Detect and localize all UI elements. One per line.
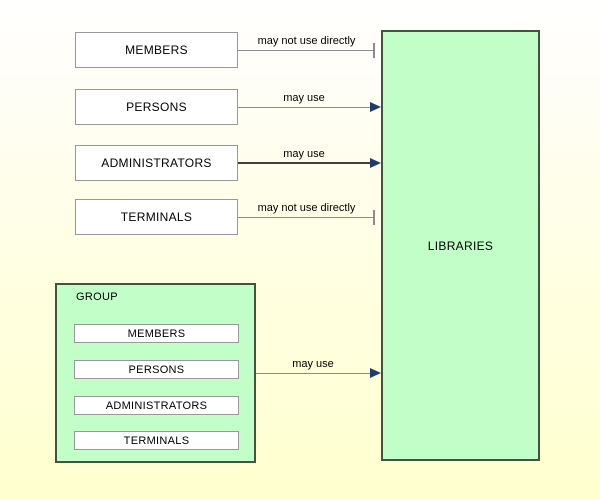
libraries-box: LIBRARIES (381, 30, 540, 461)
group-item-members: MEMBERS (74, 324, 239, 343)
arrow-members-blocked-terminator (373, 43, 375, 58)
arrow-group-arrowhead (370, 368, 381, 378)
entity-box-persons: PERSONS (75, 89, 238, 125)
arrow-group-line (256, 373, 370, 374)
group-label: GROUP (76, 291, 118, 303)
arrow-administrators-arrowhead (370, 158, 381, 168)
arrow-administrators-label: may use (283, 148, 325, 160)
group-item-terminals: TERMINALS (74, 431, 239, 450)
arrow-terminals-blocked-terminator (373, 210, 375, 225)
arrow-members-line (238, 50, 374, 51)
arrow-terminals-label: may not use directly (257, 202, 356, 214)
arrow-persons-label: may use (283, 92, 325, 104)
entity-box-members: MEMBERS (75, 32, 238, 68)
entity-box-terminals: TERMINALS (75, 199, 238, 235)
arrow-administrators-line (238, 162, 370, 164)
arrow-persons-arrowhead (370, 102, 381, 112)
arrow-group-label: may use (292, 358, 334, 370)
arrow-terminals-line (238, 217, 374, 218)
arrow-members-label: may not use directly (257, 35, 356, 47)
entity-box-administrators: ADMINISTRATORS (75, 145, 238, 181)
group-box: GROUP MEMBERS PERSONS ADMINISTRATORS TER… (55, 283, 256, 463)
group-item-persons: PERSONS (74, 360, 239, 379)
arrow-persons-line (238, 107, 370, 108)
group-item-administrators: ADMINISTRATORS (74, 396, 239, 415)
